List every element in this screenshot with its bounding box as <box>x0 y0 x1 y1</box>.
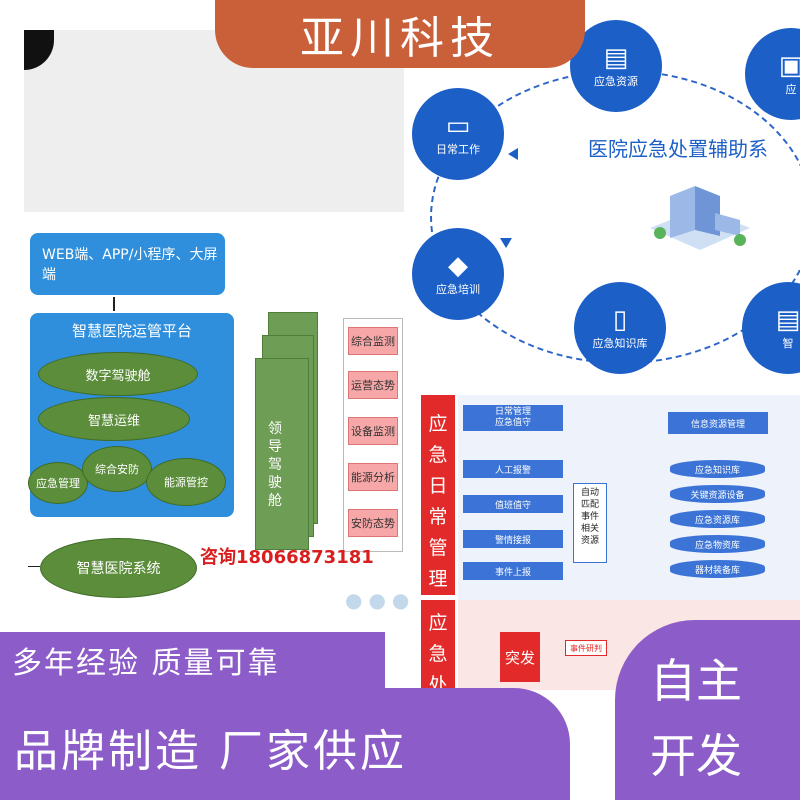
oval-energy-control: 能源管控 <box>146 458 226 506</box>
section-label: 应急处 <box>421 600 455 696</box>
database-item: 器材装备库 <box>670 560 765 578</box>
circle-label: 应 <box>785 83 797 96</box>
event-box: 突发 <box>500 632 540 682</box>
module-item: 安防态势 <box>348 509 398 537</box>
database-item: 关键资源设备 <box>670 485 765 503</box>
flow-box: 事件上报 <box>463 562 563 580</box>
database-item: 应急知识库 <box>670 460 765 478</box>
connector-arrow <box>113 297 115 311</box>
experience-band: 多年经验 质量可靠 <box>0 632 385 688</box>
database-item: 应急资源库 <box>670 510 765 528</box>
client-endpoints-bar: WEB端、APP/小程序、大屏端 <box>30 233 225 295</box>
box-icon: ▤应急资源 <box>570 20 662 112</box>
module-list: 综合监测 运营态势 设备监测 能源分析 安防态势 <box>343 318 403 552</box>
brand-slogan: 品牌制造 厂家供应 <box>14 726 407 777</box>
arrow-icon <box>508 148 518 160</box>
event-tag: 事件研判 <box>565 640 607 656</box>
self-dev-badge <box>615 620 800 800</box>
database-item: 应急物资库 <box>670 535 765 553</box>
circle-label: 应急培训 <box>436 283 480 296</box>
brand-banner: 亚川科技 <box>215 0 585 68</box>
flow-box: 人工报警 <box>463 460 563 478</box>
cabin-panel-front <box>255 358 309 550</box>
section-label: 应急日常管理 <box>421 395 455 595</box>
info-title-box: 信息资源管理 <box>668 412 768 434</box>
hospital-building-icon <box>650 186 750 250</box>
side-note: 自动匹配事件相关资源 <box>573 483 607 563</box>
clipboard-icon: ▣应 <box>745 28 800 120</box>
circle-label: 日常工作 <box>436 143 480 156</box>
circle-label: 智 <box>782 337 794 350</box>
arrow-icon <box>500 238 512 248</box>
flow-box: 值班值守 <box>463 495 563 513</box>
module-item: 设备监测 <box>348 417 398 445</box>
book-icon: ▯应急知识库 <box>574 282 666 374</box>
flow-box: 日常管理 应急值守 <box>463 405 563 431</box>
consult-phone: 咨询18066873181 <box>200 547 374 568</box>
oval-emergency-management: 应急管理 <box>28 462 88 504</box>
platform-title: 智慧医院运管平台 <box>71 322 192 340</box>
oval-digital-cockpit: 数字驾驶舱 <box>38 352 198 396</box>
self-dev-line1: 自主 <box>650 654 742 708</box>
oval-security: 综合安防 <box>82 446 152 492</box>
module-item: 能源分析 <box>348 463 398 491</box>
page-dots: ●●● <box>345 588 416 612</box>
connector-arrow <box>28 566 40 567</box>
brand-band <box>0 688 570 800</box>
oval-smart-maintenance: 智慧运维 <box>38 397 190 441</box>
cabin-label: 领导驾驶舱 <box>268 421 282 509</box>
graduation-cap-icon: ◆应急培训 <box>412 228 504 320</box>
diagram-title: 医院应急处置辅助系 <box>588 137 768 161</box>
module-item: 综合监测 <box>348 327 398 355</box>
client-endpoints-label: WEB端、APP/小程序、大屏端 <box>42 247 218 283</box>
monitor-icon: ▭日常工作 <box>412 88 504 180</box>
module-item: 运营态势 <box>348 371 398 399</box>
self-dev-line2: 开发 <box>650 729 742 783</box>
circle-label: 应急资源 <box>594 75 638 88</box>
oval-smart-hospital-system: 智慧医院系统 <box>40 538 197 598</box>
circle-label: 应急知识库 <box>592 337 648 350</box>
flow-box: 警情接报 <box>463 530 563 548</box>
